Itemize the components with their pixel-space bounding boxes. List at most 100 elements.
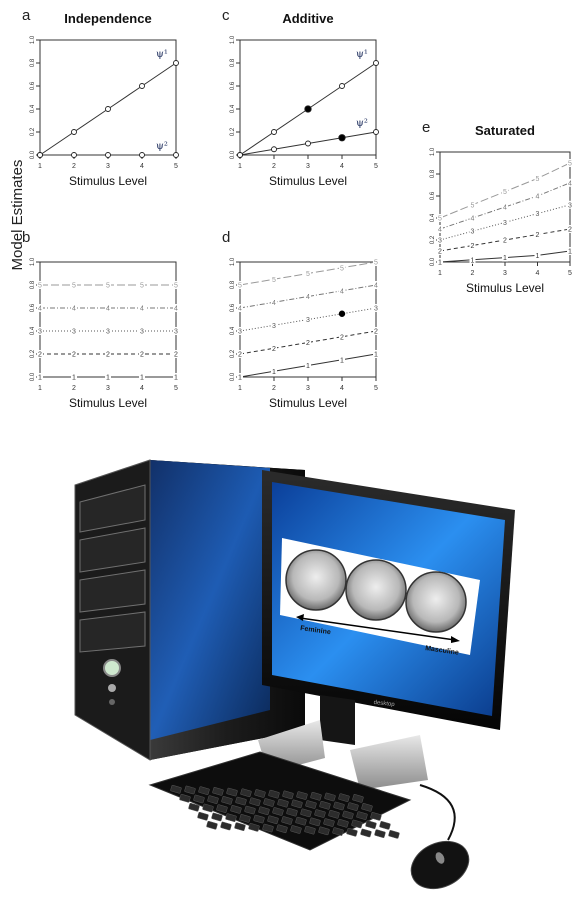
keyboard-key[interactable]: [360, 828, 372, 838]
keyboard-key[interactable]: [304, 825, 316, 835]
keyboard-key[interactable]: [276, 824, 288, 834]
data-point-bg: [437, 214, 443, 222]
keyboard-key[interactable]: [230, 805, 242, 814]
keyboard-key[interactable]: [338, 793, 350, 802]
data-point-bg: [534, 251, 541, 260]
data-point-label: 4: [174, 306, 178, 313]
keyboard-key[interactable]: [332, 827, 344, 836]
keyboard-key[interactable]: [310, 791, 322, 801]
keyboard-key[interactable]: [351, 819, 363, 829]
data-point-label: 3: [272, 323, 276, 330]
keyboard-key[interactable]: [281, 816, 293, 825]
series-line: [239, 284, 377, 309]
keyboard-key[interactable]: [226, 787, 238, 797]
keyboard-key[interactable]: [220, 821, 232, 831]
keyboard-key[interactable]: [225, 813, 237, 822]
power-button-icon[interactable]: [103, 659, 121, 677]
x-tick-label: 5: [374, 385, 378, 392]
data-point-bg: [469, 200, 476, 209]
keyboard-keys[interactable]: [170, 784, 400, 839]
data-point: [271, 129, 277, 135]
keyboard-key[interactable]: [244, 805, 256, 815]
keyboard-key[interactable]: [282, 790, 294, 800]
data-point-bg: [305, 292, 311, 301]
keyboard-key[interactable]: [221, 796, 233, 805]
series-name-label: ψ²: [156, 141, 168, 152]
keyboard-key[interactable]: [388, 830, 400, 839]
data-point: [304, 105, 312, 113]
keyboard-key[interactable]: [240, 788, 252, 798]
keyboard-key[interactable]: [258, 806, 270, 816]
mouse[interactable]: [404, 832, 477, 897]
keyboard-key[interactable]: [314, 809, 326, 818]
keyboard-key[interactable]: [268, 789, 280, 799]
keyboard-key[interactable]: [328, 809, 340, 819]
keyboard-key[interactable]: [262, 823, 274, 833]
keyboard-key[interactable]: [277, 798, 289, 808]
x-tick-label: 4: [340, 163, 344, 170]
keyboard-key[interactable]: [300, 808, 312, 818]
keyboard-key[interactable]: [309, 817, 321, 827]
highlighted-point: [338, 310, 346, 317]
keyboard-key[interactable]: [342, 810, 354, 820]
keyboard-key[interactable]: [207, 795, 219, 804]
keyboard-key[interactable]: [347, 802, 359, 811]
keyboard-key[interactable]: [365, 820, 377, 829]
keyboard-key[interactable]: [216, 804, 228, 813]
reset-button-icon[interactable]: [108, 684, 116, 692]
keyboard-key[interactable]: [337, 818, 349, 828]
keyboard-key[interactable]: [184, 785, 196, 795]
keyboard-key[interactable]: [333, 801, 345, 811]
data-point-bg: [567, 200, 573, 209]
keyboard-key[interactable]: [370, 812, 382, 821]
keyboard-key[interactable]: [296, 791, 308, 800]
keyboard-key[interactable]: [197, 811, 209, 821]
keyboard-key[interactable]: [179, 793, 191, 803]
data-point-bg: [339, 263, 345, 272]
keyboard[interactable]: [148, 751, 412, 851]
keyboard-key[interactable]: [198, 786, 210, 795]
data-point-label: 5: [503, 189, 507, 196]
keyboard-key[interactable]: [235, 796, 247, 806]
mouse-scroll-wheel-icon: [435, 852, 445, 864]
keyboard-key[interactable]: [249, 797, 261, 807]
keyboard-key[interactable]: [188, 802, 200, 812]
keyboard-key[interactable]: [263, 798, 275, 807]
keyboard-key[interactable]: [379, 821, 391, 830]
keyboard-key[interactable]: [361, 803, 373, 812]
keyboard-key[interactable]: [267, 815, 279, 825]
keyboard-key[interactable]: [323, 818, 335, 827]
keyboard-key[interactable]: [211, 812, 223, 822]
keyboard-key[interactable]: [356, 811, 368, 820]
keyboard-key[interactable]: [248, 823, 260, 832]
keyboard-key[interactable]: [206, 820, 218, 830]
panel-letter: a: [22, 7, 31, 24]
keyboard-key[interactable]: [346, 827, 358, 837]
keyboard-key[interactable]: [170, 784, 182, 794]
keyboard-key[interactable]: [234, 822, 246, 831]
keyboard-key[interactable]: [202, 803, 214, 813]
keyboard-key[interactable]: [295, 816, 307, 826]
data-point-label: 5: [106, 283, 110, 290]
keyboard-key[interactable]: [352, 794, 364, 803]
data-point: [373, 60, 379, 66]
keyboard-key[interactable]: [239, 814, 251, 823]
keyboard-key[interactable]: [272, 807, 284, 816]
keyboard-key[interactable]: [319, 800, 331, 810]
keyboard-key[interactable]: [291, 799, 303, 809]
keyboard-key[interactable]: [324, 792, 336, 802]
keyboard-key[interactable]: [193, 794, 205, 804]
keyboard-key[interactable]: [253, 814, 265, 824]
keyboard-key[interactable]: [212, 787, 224, 796]
keyboard-key[interactable]: [318, 826, 330, 836]
keyboard-key[interactable]: [290, 825, 302, 834]
keyboard-key[interactable]: [254, 789, 266, 798]
keyboard-key[interactable]: [374, 829, 386, 838]
data-point-bg: [71, 327, 77, 335]
x-tick-label: 3: [106, 163, 110, 170]
data-point-label: 5: [536, 176, 540, 183]
keyboard-key[interactable]: [305, 800, 317, 809]
keyboard-key[interactable]: [286, 807, 298, 817]
